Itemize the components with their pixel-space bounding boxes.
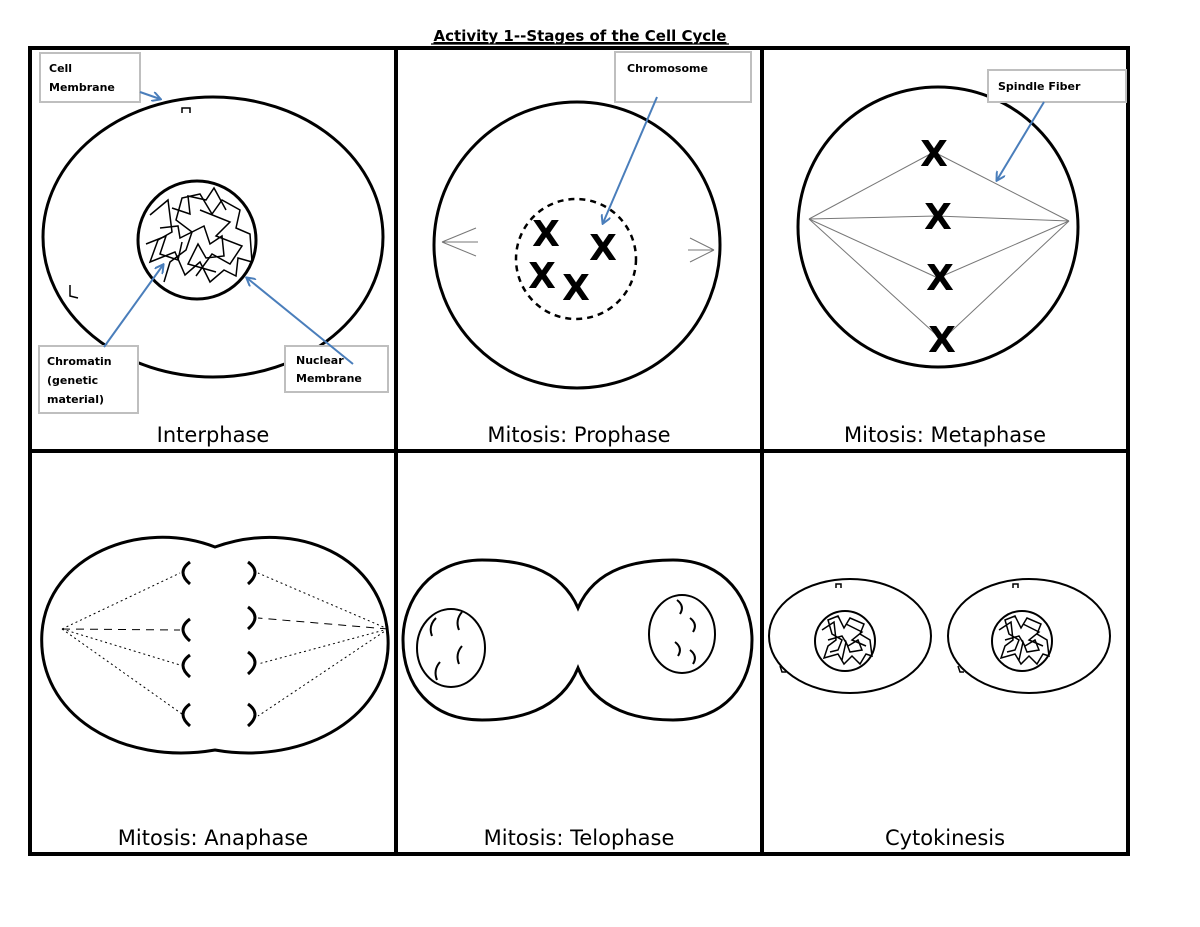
callout-spindle-fiber: Spindle Fiber: [987, 69, 1127, 103]
panel-cytokinesis: Cytokinesis: [768, 578, 1111, 850]
chromosome: X: [562, 268, 590, 309]
callout-text: Chromosome: [627, 62, 708, 75]
centriole-mark: [69, 285, 79, 299]
panel-telophase: Mitosis: Telophase: [401, 558, 754, 850]
panel-prophase: X X X X Chromosome Mitosis: Prophase: [432, 51, 752, 447]
callout-chromosome: Chromosome: [614, 51, 752, 103]
chromosome: X: [532, 214, 560, 255]
chromosome: X: [920, 134, 948, 175]
panel-interphase: Cell Membrane Chromatin (genetic materia…: [38, 52, 389, 447]
centriole-left: [441, 227, 478, 257]
chromosome: X: [924, 197, 952, 238]
callout-text: Membrane: [296, 372, 362, 385]
callout-cell-membrane: Cell Membrane: [39, 52, 141, 103]
callout-text: Spindle Fiber: [998, 80, 1081, 93]
cell-membrane-shape: [796, 85, 1080, 369]
nuclear-membrane-shape: [416, 608, 486, 688]
panel-label-telophase: Mitosis: Telophase: [484, 826, 675, 850]
panel-label-prophase: Mitosis: Prophase: [487, 423, 670, 447]
cell-membrane-shape: [40, 535, 390, 755]
spindle-fibers-right: [257, 572, 389, 717]
arrow-chromatin: [103, 265, 163, 348]
chromosome: X: [928, 320, 956, 361]
daughter-cell-left: [768, 578, 932, 694]
centriole-mark: [181, 107, 191, 113]
chromosome: X: [528, 256, 556, 297]
arrow-chromosome: [603, 96, 658, 223]
callout-text: Chromatin: [47, 355, 112, 368]
cell-membrane-shape: [41, 95, 385, 379]
chromosomes-left: [429, 611, 463, 681]
callout-text: Cell: [49, 62, 72, 75]
arrow-spindle-fiber: [997, 101, 1045, 180]
arrow-nuclear-membrane: [247, 278, 354, 365]
callout-text: Membrane: [49, 81, 115, 94]
panel-label-cytokinesis: Cytokinesis: [885, 826, 1005, 850]
chromatids-left: [181, 560, 192, 728]
panel-label-metaphase: Mitosis: Metaphase: [844, 423, 1046, 447]
panel-label-anaphase: Mitosis: Anaphase: [118, 826, 308, 850]
page-title: Activity 1--Stages of the Cell Cycle: [434, 27, 727, 45]
panel-grid: [28, 46, 1130, 856]
panel-label-interphase: Interphase: [157, 423, 270, 447]
panel-anaphase: Mitosis: Anaphase: [40, 535, 390, 850]
callout-text: Nuclear: [296, 354, 344, 367]
spindle-fibers-left: [61, 572, 183, 715]
daughter-cell-right: [947, 578, 1111, 694]
callout-nuclear-membrane: Nuclear Membrane: [284, 345, 389, 393]
callout-chromatin: Chromatin (genetic material): [38, 345, 139, 414]
cell-membrane-shape: [432, 100, 722, 390]
nuclear-membrane-shape: [648, 594, 716, 674]
spindle-fibers: [808, 151, 1070, 341]
nuclear-membrane-shape: [136, 179, 258, 301]
callout-text: (genetic: [47, 374, 98, 387]
chromosomes-right: [674, 599, 696, 665]
centriole-right: [688, 237, 715, 263]
callout-text: material): [47, 393, 104, 406]
chromatids-right: [246, 560, 257, 728]
arrow-cell-membrane: [139, 91, 160, 99]
dissolving-nuclear-membrane: [514, 197, 638, 321]
chromosome: X: [589, 228, 617, 269]
cell-membrane-shape: [401, 558, 754, 722]
chromosome: X: [926, 258, 954, 299]
chromatin-tangle: [145, 186, 253, 284]
panel-metaphase: X X X X Spindle Fiber Mitosis: Metaphase: [796, 69, 1127, 447]
